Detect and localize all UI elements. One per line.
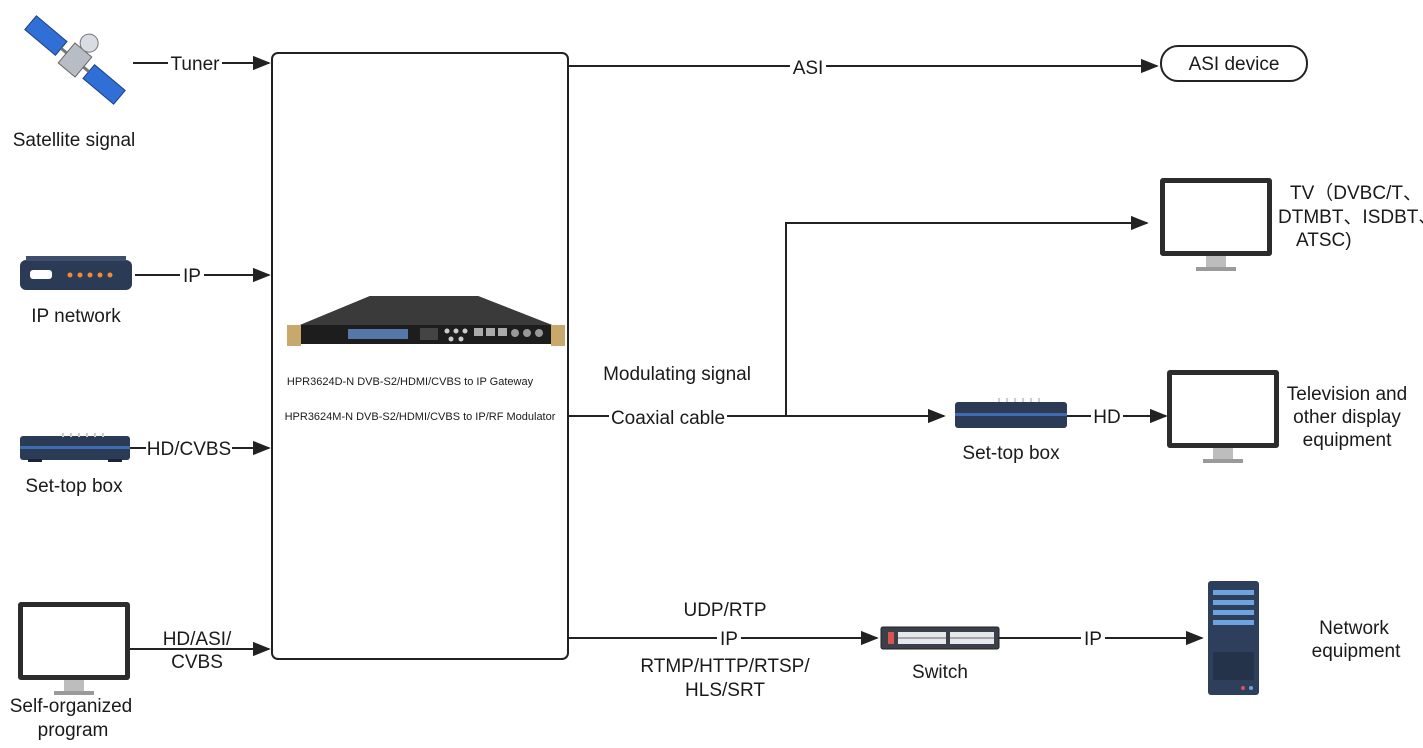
- network-label-1: Network: [1319, 618, 1389, 639]
- rack-device-icon: [287, 296, 565, 346]
- ip-network-caption: IP network: [31, 306, 121, 327]
- display-monitor-icon: [1167, 370, 1279, 463]
- settop-out-icon: [955, 398, 1067, 428]
- tv-label-2: DTMBT、ISDBT、: [1278, 207, 1423, 228]
- asi-device-box: [1160, 45, 1308, 82]
- protocol-bottom-label-1: RTMP/HTTP/RTSP/: [640, 656, 810, 677]
- asi-label: ASI: [793, 58, 824, 79]
- ip-out-label: IP: [720, 629, 738, 650]
- protocol-bottom-label-2: HLS/SRT: [685, 680, 765, 701]
- hdasi-label-1: HD/ASI/: [163, 629, 232, 650]
- server-icon: [1208, 581, 1259, 695]
- switch-icon: [880, 626, 1000, 650]
- center-device-box: [271, 52, 569, 660]
- set-top-box-icon: [20, 433, 130, 462]
- router-icon: [20, 256, 132, 290]
- coax-label: Coaxial cable: [611, 408, 725, 429]
- self-program-caption-1: Self-organized: [10, 696, 133, 717]
- hd-label: HD: [1093, 407, 1120, 428]
- tv-label-3: ATSC): [1296, 230, 1352, 251]
- switch-caption: Switch: [912, 662, 968, 683]
- ip-input-label: IP: [183, 266, 201, 287]
- self-program-caption-2: program: [38, 720, 109, 741]
- display-label-1: Television and: [1287, 384, 1407, 405]
- tuner-label: Tuner: [171, 54, 221, 75]
- hdcvbs-label: HD/CVBS: [147, 439, 231, 460]
- hdasi-label-2: CVBS: [171, 652, 223, 673]
- display-label-2: other display: [1293, 407, 1401, 428]
- settop-in-caption: Set-top box: [25, 476, 123, 497]
- tv-label-1: TV（DVBC/T、: [1290, 182, 1422, 204]
- satellite-caption: Satellite signal: [13, 130, 136, 151]
- display-label-3: equipment: [1303, 430, 1392, 451]
- tv-link: [785, 215, 1149, 416]
- settop-out-caption: Set-top box: [962, 443, 1060, 464]
- protocol-top-label: UDP/RTP: [683, 600, 766, 621]
- model-line-gateway: HPR3624D-N DVB-S2/HDMI/CVBS to IP Gatewa…: [287, 376, 534, 388]
- model-line-modulator: HPR3624M-N DVB-S2/HDMI/CVBS to IP/RF Mod…: [285, 411, 556, 423]
- tv-monitor-icon: [1160, 178, 1272, 271]
- modulating-label: Modulating signal: [603, 364, 751, 385]
- network-label-2: equipment: [1312, 641, 1401, 662]
- satellite-icon: [24, 15, 126, 105]
- switch-ip-label: IP: [1084, 629, 1102, 650]
- asi-device-label: ASI device: [1189, 54, 1280, 75]
- monitor-icon: [18, 602, 130, 695]
